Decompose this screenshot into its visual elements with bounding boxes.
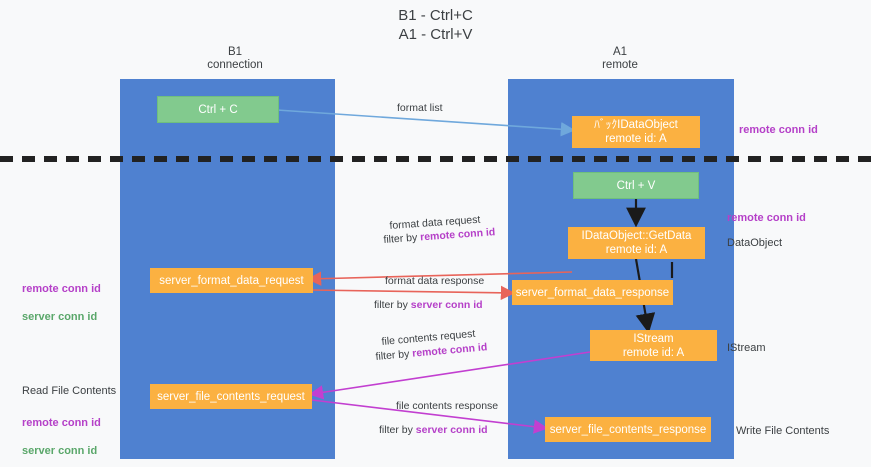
filter-key-remote-conn-id: remote conn id xyxy=(419,226,496,244)
page-title: B1 - Ctrl+C A1 - Ctrl+V xyxy=(398,7,473,43)
side-label-dataobject: DataObject xyxy=(727,237,783,249)
filter-key-server-conn-id: server conn id xyxy=(410,299,483,311)
side-label-write-file-contents: Write File Contents xyxy=(736,425,830,437)
side-label-read-file-contents: Read File Contents xyxy=(22,385,117,397)
filter-key-server-conn-id: server conn id xyxy=(415,424,488,436)
side-label-left-bottom: remote conn id server conn id xyxy=(22,402,101,458)
column-header-b1: B1 connection xyxy=(207,46,263,71)
label-server-conn-id: server conn id xyxy=(22,311,98,323)
edge-label-format-data-response-filter: filter by server conn id xyxy=(374,298,483,313)
side-label-istream: IStream xyxy=(727,342,766,354)
node-server-format-data-response[interactable]: server_format_data_response xyxy=(512,280,673,305)
column-header-a1: A1 remote xyxy=(602,46,638,71)
node-istream[interactable]: IStream remote id: A xyxy=(590,330,717,361)
side-label-remote-conn-id-mid: remote conn id xyxy=(727,212,806,224)
edge-label-format-data-response: format data response xyxy=(385,275,485,287)
filter-prefix: filter by xyxy=(374,299,411,311)
phase-separator-dashed-line xyxy=(0,156,871,162)
node-server-format-data-request[interactable]: server_format_data_request xyxy=(150,268,313,293)
edge-label-file-contents-response-filter: filter by server conn id xyxy=(379,423,488,438)
node-ctrl-c[interactable]: Ctrl + C xyxy=(157,96,279,123)
filter-prefix: filter by xyxy=(379,424,416,436)
node-idataobject-getdata[interactable]: IDataObject::GetData remote id: A xyxy=(568,227,705,259)
side-label-remote-conn-id-top: remote conn id xyxy=(739,124,818,136)
filter-prefix: filter by xyxy=(375,347,413,363)
edge-label-format-list: format list xyxy=(397,102,443,114)
side-label-left-mid: remote conn id server conn id xyxy=(22,268,101,324)
node-ctrl-v[interactable]: Ctrl + V xyxy=(573,172,699,199)
node-server-file-contents-response[interactable]: server_file_contents_response xyxy=(545,417,711,442)
label-server-conn-id: server conn id xyxy=(22,445,98,457)
node-server-file-contents-request[interactable]: server_file_contents_request xyxy=(150,384,312,409)
label-remote-conn-id: remote conn id xyxy=(22,417,101,429)
edge-label-file-contents-response: file contents response xyxy=(396,400,499,412)
node-idataobject-top[interactable]: ﾊﾞｯｸIDataObject remote id: A xyxy=(572,116,700,148)
label-remote-conn-id: remote conn id xyxy=(22,283,101,295)
filter-prefix: filter by xyxy=(383,231,421,246)
